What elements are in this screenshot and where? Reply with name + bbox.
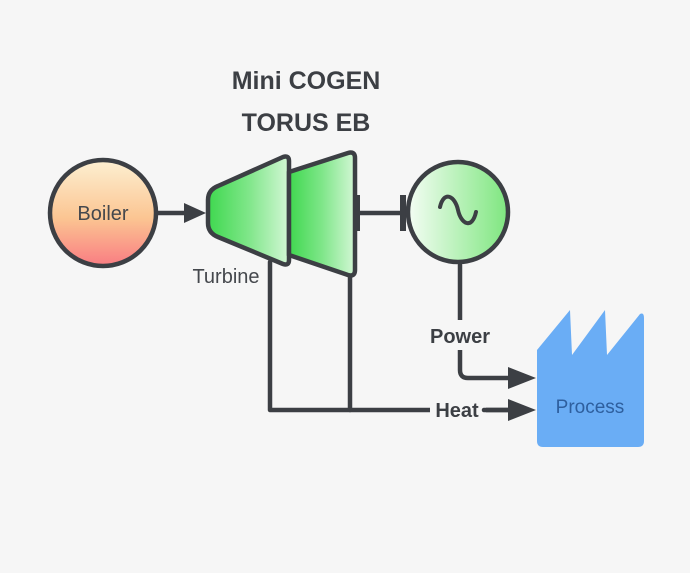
process-label: Process	[556, 397, 625, 418]
boiler-circle	[47, 157, 159, 269]
boiler-node[interactable]: Boiler	[47, 157, 159, 269]
shaft-flange-right	[400, 195, 406, 231]
turbine-stage-2	[286, 150, 358, 278]
process-node[interactable]: Process	[537, 310, 644, 447]
power-label-bg	[420, 320, 500, 350]
sine-wave-icon	[438, 194, 478, 225]
steam-arrowhead-icon	[184, 203, 206, 223]
heat-label-bg	[430, 396, 486, 424]
power-label: Power	[430, 326, 490, 348]
turbine-label: Turbine	[192, 266, 259, 288]
power-arrowhead-icon	[508, 367, 536, 389]
turbine-node[interactable]: Turbine	[192, 150, 358, 288]
power-line	[457, 262, 523, 381]
turbine-stage-1	[205, 154, 292, 267]
generator-node[interactable]	[405, 159, 511, 265]
factory-icon	[537, 310, 644, 447]
boiler-label: Boiler	[77, 203, 128, 225]
heat-arrowhead-icon	[508, 399, 536, 421]
title-line-1: Mini COGEN	[232, 67, 381, 95]
heat-label: Heat	[435, 400, 479, 422]
title-line-2: TORUS EB	[242, 109, 371, 137]
